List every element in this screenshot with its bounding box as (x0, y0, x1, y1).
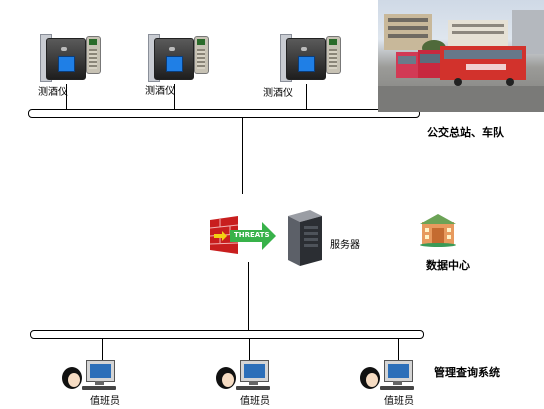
firewall-banner-text: THREATS (234, 231, 270, 239)
operator-station-3 (358, 360, 418, 400)
depot-caption: 公交总站、车队 (427, 126, 504, 139)
data-center-label: 数据中心 (426, 259, 470, 272)
station-3-link (398, 339, 399, 361)
bus-depot-photo (378, 0, 544, 112)
bottom-network-bus (30, 330, 424, 339)
data-center-icon (418, 208, 458, 248)
device-1-link (66, 84, 67, 110)
device-label-1: 测酒仪 (38, 87, 68, 98)
device-label-2: 测酒仪 (145, 86, 175, 97)
device-3-link (306, 84, 307, 110)
station-label-2: 值班员 (240, 396, 270, 407)
station-label-3: 值班员 (384, 396, 414, 407)
station-1-link (102, 339, 103, 361)
operator-station-2 (214, 360, 274, 400)
operator-station-1 (60, 360, 120, 400)
station-label-1: 值班员 (90, 396, 120, 407)
breathalyzer-device-2 (148, 34, 210, 84)
trunk-lower (248, 262, 249, 332)
management-system-label: 管理查询系统 (434, 366, 500, 379)
firewall-icon: THREATS (208, 214, 278, 256)
operator-avatar-3 (360, 367, 380, 389)
operator-avatar-2 (216, 367, 236, 389)
trunk-upper (242, 118, 243, 194)
server-icon (282, 210, 326, 266)
breathalyzer-device-1 (40, 34, 102, 84)
device-label-3: 测酒仪 (263, 88, 293, 99)
operator-avatar-1 (62, 367, 82, 389)
server-label: 服务器 (330, 240, 360, 251)
device-2-link (174, 84, 175, 110)
station-2-link (249, 339, 250, 361)
breathalyzer-device-3 (280, 34, 342, 84)
top-network-bus (28, 109, 420, 118)
